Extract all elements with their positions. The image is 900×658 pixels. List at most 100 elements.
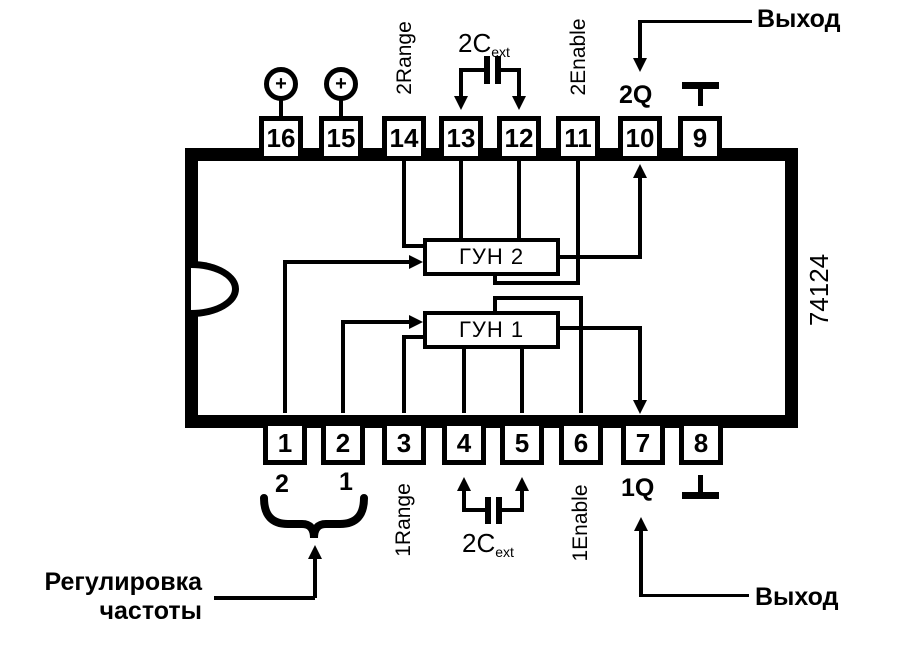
wire-2enable-vertical [576,161,580,285]
pin-12: 12 [497,116,541,161]
label-fc2: 2 [275,470,289,498]
label-2enable: 2Enable [567,18,590,96]
label-2range: 2Range [393,21,416,95]
output-bottom-label: Выход [755,583,839,611]
label-fc1: 1 [339,468,353,496]
wire-2range-horizontal [402,244,423,248]
gnd-bottom-bar-icon [682,492,719,499]
label-2q: 2Q [619,81,653,109]
wire-1range-vertical [402,337,406,413]
label-1range: 1Range [392,483,415,557]
wire-2range-vertical [402,161,406,246]
pin-15: 15 [319,116,363,161]
pin-9-number: 9 [692,123,708,153]
wire-2fc-vertical [283,262,287,413]
cext-sub: ext [495,544,514,560]
wire-2fc-horizontal [283,260,409,264]
freq-adjust-label: Регулировка частоты [28,568,202,626]
pin-10: 10 [618,116,662,161]
wire-1fc-vertical [341,322,345,413]
power-plus-icon: + [264,67,298,101]
gnd-top-stem-icon [698,89,703,106]
cap-bottom-rise-right [520,489,524,510]
pin-16: 16 [259,116,303,161]
cext-bottom-label: 2Cext [462,528,514,560]
label-1enable: 1Enable [569,484,592,562]
vco1-block: ГУН 1 [423,311,560,349]
capacitor-plate-icon [484,56,490,84]
vco2-block: ГУН 2 [423,238,560,276]
pin-5-number: 5 [514,427,530,458]
wire-1fc-horizontal [341,320,409,324]
wire-1cext-pin5 [520,349,524,413]
cext-top-label: 2Cext [458,28,510,60]
arrowhead-1q-icon [633,400,647,414]
freq-adjust-line1: Регулировка [44,568,202,596]
plus-sign: + [335,72,347,95]
pin-3-number: 3 [396,427,412,458]
pin-10-number: 10 [625,123,655,153]
arrowhead-pin4-icon [457,477,471,491]
pin-9: 9 [678,116,722,161]
pin-3: 3 [382,421,426,465]
arrowhead-output-top-icon [633,58,647,72]
cap-bottom-wire-right [502,508,524,512]
pin-2: 2 [321,421,365,465]
capacitor-plate-icon [485,497,491,524]
pin-13: 13 [439,116,483,161]
pin-6-number: 6 [573,427,589,458]
cap-top-wire-left [459,68,484,72]
wire-2cext-pin13 [459,161,463,238]
wire-2q-vertical [638,178,642,259]
output-top-arrow-horizontal [640,20,752,23]
pin-4: 4 [442,421,486,465]
gnd-top-bar-icon [682,82,719,89]
plus-sign: + [275,72,287,95]
cext-sub: ext [491,44,510,60]
label-1q: 1Q [621,474,655,502]
cap-top-drop-left [459,70,463,96]
arrowhead-1fc-icon [409,315,423,329]
pin-6: 6 [559,421,603,465]
wire-1range-horizontal [402,335,423,339]
wire-1q-horizontal [560,326,642,330]
output-bottom-arrow-vertical [639,529,643,597]
pin-7-number: 7 [635,427,651,458]
wire-2enable-horizontal [493,281,580,285]
arrowhead-output-bottom-icon [634,517,648,531]
capacitor-plate-icon [496,497,502,524]
part-number-label: 74124 [804,253,834,327]
pin-13-number: 13 [446,123,476,153]
wire-1q-vertical [638,330,642,400]
wire-1enable-stub [493,300,497,311]
output-top-label: Выход [757,5,841,33]
cext-main: 2C [458,28,492,58]
pin-1-number: 1 [277,427,293,458]
cext-main: 2C [462,528,496,558]
vco1-label: ГУН 1 [458,317,525,342]
output-top-arrow-vertical [638,20,642,58]
pin-7: 7 [621,421,665,465]
vco2-label: ГУН 2 [458,244,525,269]
pin-11-number: 11 [564,123,592,153]
power-stem-16 [279,99,283,116]
power-plus-icon: + [324,67,358,101]
freq-adjust-line2: частоты [99,597,202,625]
pin-4-number: 4 [456,427,472,458]
pin-1: 1 [263,421,307,465]
wire-1enable-horizontal [493,296,583,300]
pin-12-number: 12 [504,123,534,153]
wire-2q-horizontal [560,255,642,259]
wire-2cext-pin12 [517,161,521,238]
wire-1enable-vertical [579,296,583,413]
arrowhead-2q-icon [633,164,647,178]
pin-2-number: 2 [335,427,351,458]
brace-icon [260,494,368,539]
pin-14-number: 14 [389,123,419,153]
cap-top-drop-right [517,70,521,96]
output-bottom-arrow-horizontal [639,594,749,597]
power-stem-15 [339,99,343,116]
cap-bottom-rise-left [462,489,466,510]
cap-top-wire-right [501,68,521,72]
